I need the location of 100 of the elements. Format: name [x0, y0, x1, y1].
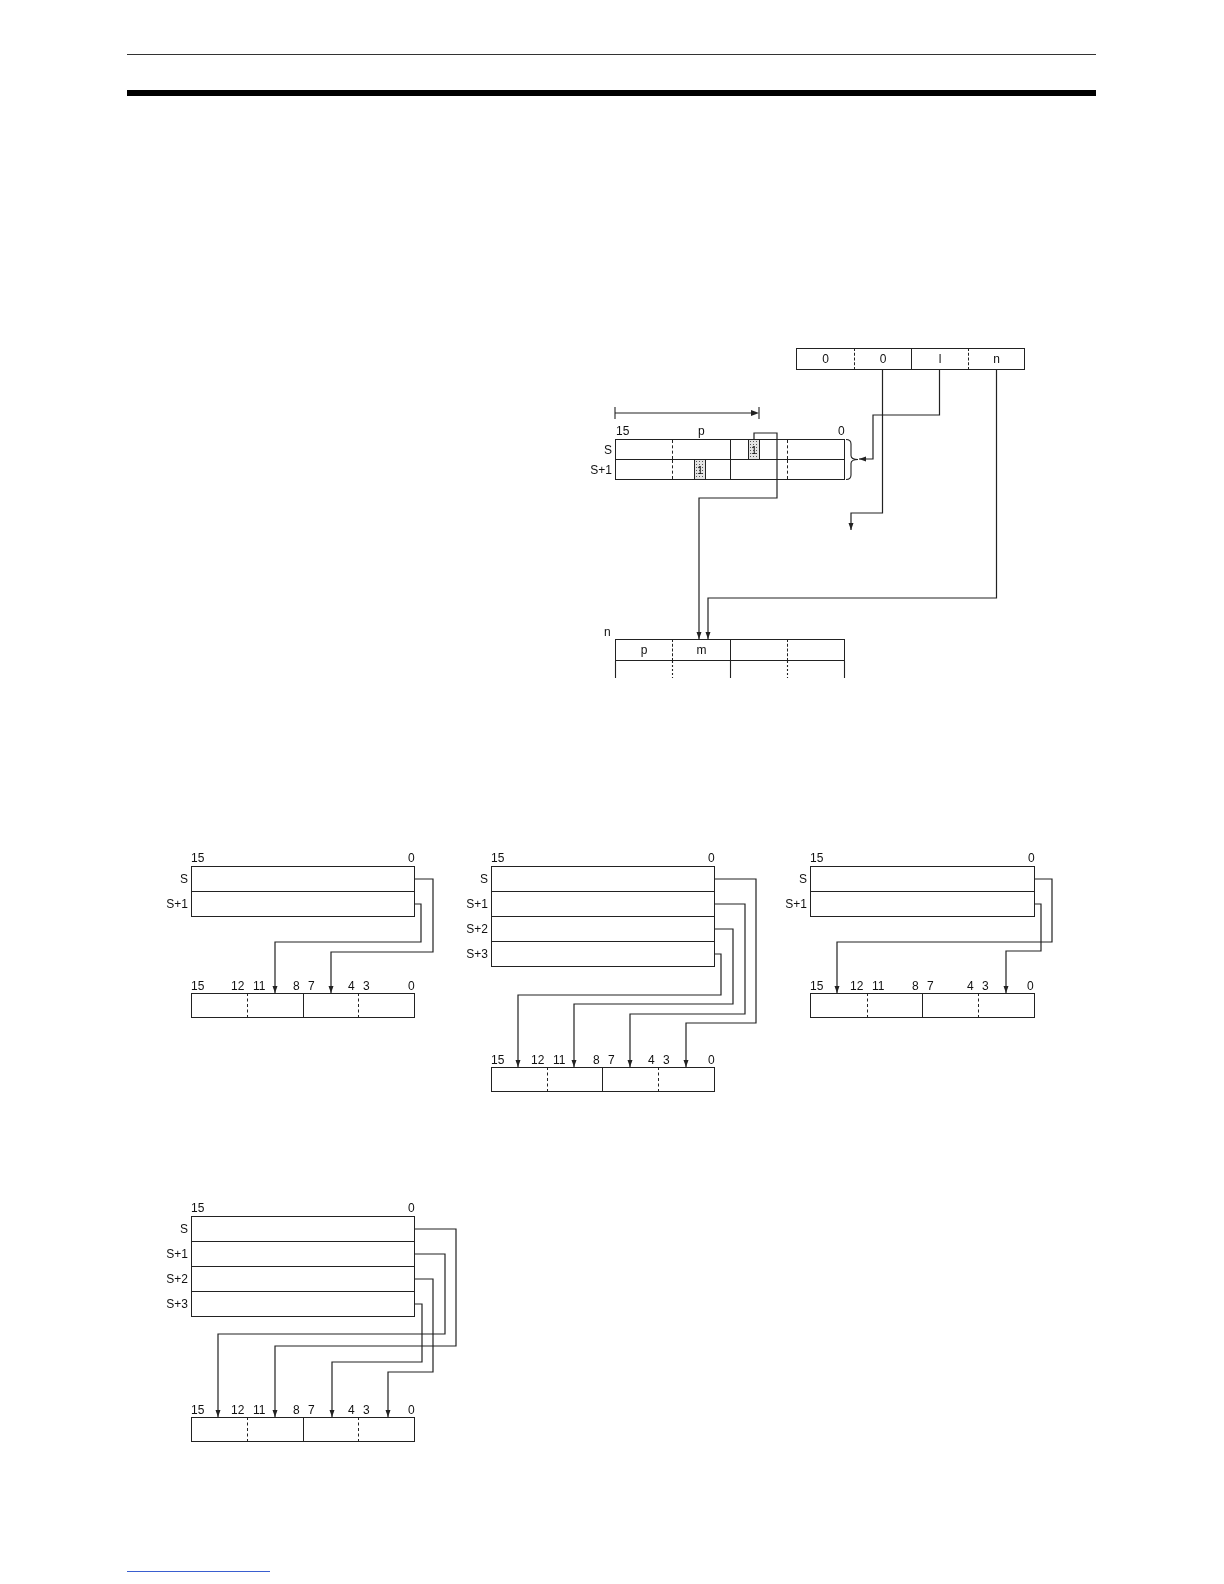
register-cell: [658, 1067, 715, 1092]
bit-number: 0: [708, 851, 715, 865]
bit-number: 11: [872, 979, 885, 993]
row-label: S+3: [466, 947, 488, 961]
bit-number: 15: [616, 424, 630, 438]
register-cell: [247, 1417, 303, 1442]
connector-arrow: [571, 928, 734, 1068]
set-bit-cell: 1: [748, 440, 760, 459]
register-cell: m: [672, 639, 730, 661]
register-cell: [787, 639, 845, 661]
connector-arrow: [515, 953, 722, 1068]
register-cell: [358, 993, 415, 1018]
bit-number: 0: [1028, 851, 1035, 865]
register-cell: 0: [796, 348, 854, 370]
row-label: S+1: [785, 897, 807, 911]
bit-number: 7: [927, 979, 934, 993]
register-cell: [191, 1417, 247, 1442]
connector-arrow: [627, 903, 746, 1068]
row-label: S+3: [166, 1297, 188, 1311]
row-label: S: [180, 1222, 188, 1236]
bit-position-label: p: [698, 424, 705, 438]
register-cell: [303, 993, 358, 1018]
register-cell: l: [911, 348, 968, 370]
bit-number: 3: [363, 1403, 370, 1417]
bit-number: 8: [293, 1403, 300, 1417]
bit-number: 15: [191, 1201, 205, 1215]
row-label: S+1: [166, 1247, 188, 1261]
bit-number: 7: [308, 979, 315, 993]
curly-brace: [846, 439, 859, 480]
bit-number: 8: [593, 1053, 600, 1067]
bit-number: 11: [553, 1053, 566, 1067]
bit-number: 15: [191, 979, 205, 993]
bit-number: 8: [293, 979, 300, 993]
bit-number: 15: [810, 851, 824, 865]
row-label: S: [799, 872, 807, 886]
bit-number: 12: [231, 979, 245, 993]
register-cell: [922, 993, 978, 1018]
row-label: S: [604, 442, 612, 457]
register-cell: [247, 993, 303, 1018]
register-cell: [978, 993, 1035, 1018]
register-cell: [303, 1417, 358, 1442]
bit-number: 4: [648, 1053, 655, 1067]
register-cell: 0: [854, 348, 911, 370]
bit-number: 0: [408, 1201, 415, 1215]
connector-arrow: [683, 878, 757, 1068]
connector-arrow: [848, 369, 884, 531]
bit-number: 4: [348, 1403, 355, 1417]
bit-number: 3: [663, 1053, 670, 1067]
bit-number: 12: [850, 979, 864, 993]
bit-number: 8: [912, 979, 919, 993]
row-label: S+2: [466, 922, 488, 936]
connector-arrow: [858, 369, 941, 462]
connector-arrow: [1003, 903, 1042, 994]
register-cell: [730, 639, 787, 661]
bit-number: 3: [363, 979, 370, 993]
connector-arrow: [215, 1253, 446, 1418]
connector-arrow: [329, 1303, 423, 1418]
bit-number: 0: [838, 424, 845, 438]
register-cell: [547, 1067, 602, 1092]
row-label: S: [180, 872, 188, 886]
register-cell: [602, 1067, 658, 1092]
connector-arrow: [834, 878, 1053, 994]
connector-arrow: [696, 432, 778, 640]
bit-number: 15: [491, 851, 505, 865]
connector-arrow: [272, 1228, 457, 1418]
bit-number: 7: [608, 1053, 615, 1067]
bit-number: 4: [348, 979, 355, 993]
bit-number: 0: [408, 1403, 415, 1417]
bit-number: 15: [191, 851, 205, 865]
row-label: S+1: [590, 462, 612, 477]
bit-number: 12: [531, 1053, 545, 1067]
connector-arrow: [705, 369, 998, 640]
register-cell: [491, 1067, 547, 1092]
row-label: S+1: [466, 897, 488, 911]
bit-number: 11: [253, 979, 266, 993]
word-label: n: [604, 625, 611, 639]
register-cell: [358, 1417, 415, 1442]
connector-arrow: [328, 878, 434, 994]
bit-number: 7: [308, 1403, 315, 1417]
bit-number: 15: [491, 1053, 505, 1067]
bit-number: 4: [967, 979, 974, 993]
register-cell: [867, 993, 922, 1018]
connector-arrow: [385, 1278, 434, 1418]
row-label: S+1: [166, 897, 188, 911]
set-bit-cell: 1: [694, 460, 706, 479]
bit-number: 0: [708, 1053, 715, 1067]
bit-number: 0: [408, 851, 415, 865]
register-cell: [810, 993, 867, 1018]
bit-number: 3: [982, 979, 989, 993]
register-cell: n: [968, 348, 1025, 370]
bit-number: 11: [253, 1403, 266, 1417]
register-cell: [191, 993, 247, 1018]
connector-arrow: [272, 903, 422, 994]
row-label: S: [480, 872, 488, 886]
bit-number: 15: [810, 979, 824, 993]
bit-number: 0: [1027, 979, 1034, 993]
register-cell: p: [615, 639, 672, 661]
bit-number: 15: [191, 1403, 205, 1417]
bit-number: 12: [231, 1403, 245, 1417]
row-label: S+2: [166, 1272, 188, 1286]
